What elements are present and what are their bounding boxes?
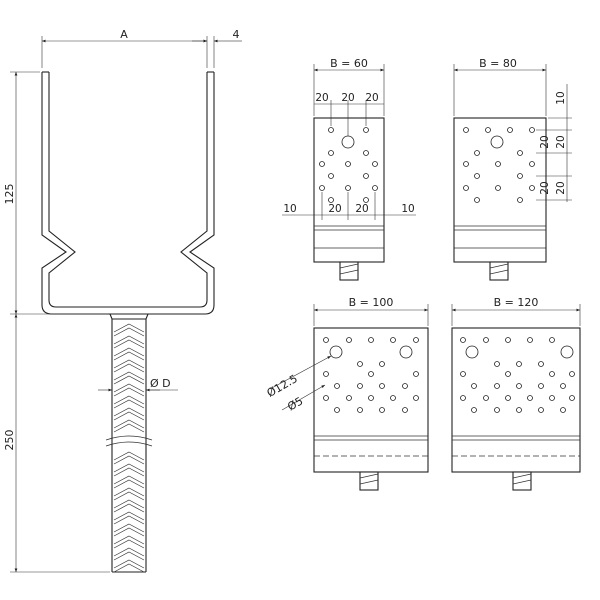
small-hole-label: Ø5 <box>285 394 305 413</box>
plate-b120: B = 120 <box>451 296 581 491</box>
fork-outline-outer <box>41 72 215 315</box>
plate-b60-bottom-spacing-1: 20 <box>328 203 341 215</box>
rebar-rib <box>113 479 145 489</box>
plate-b80-vspacing-4: 20 <box>555 181 567 194</box>
plate-b80-rebar <box>489 261 509 281</box>
rebar <box>105 319 153 573</box>
leader-small-hole <box>281 384 326 411</box>
rebar-rib <box>113 407 145 417</box>
plate-b80-vspacing-2: 20 <box>555 135 567 148</box>
rebar-rib <box>113 467 145 477</box>
dimension-125-label: 125 <box>3 184 16 205</box>
rebar-rib <box>113 399 145 409</box>
plate-b80-vspacing-3: 20 <box>539 181 551 194</box>
rebar-rib <box>113 383 145 393</box>
plate-b60-rebar <box>339 261 359 281</box>
plate-b100-holes <box>323 337 419 413</box>
plate-b120-holes <box>460 337 575 413</box>
plate-b60: B = 60 20 20 20 10 20 20 10 <box>282 57 416 281</box>
dimension-thickness-label: 4 <box>233 28 240 41</box>
plate-b100-width-label: B = 100 <box>349 296 394 309</box>
rebar-rib <box>113 527 145 537</box>
rebar-rib <box>113 523 145 533</box>
rebar-rib <box>113 503 145 513</box>
plate-b60-spacing-3: 20 <box>365 92 378 104</box>
plate-b100-rebar <box>359 471 379 491</box>
rebar-rib <box>113 351 145 361</box>
plate-b60-spacing-2: 20 <box>341 92 354 104</box>
rebar-rib <box>113 419 145 429</box>
fork-outline-inner <box>48 72 208 308</box>
side-view: A 4 125 250 Ø D <box>3 28 242 573</box>
plate-b80: B = 80 10 20 20 20 20 <box>453 57 572 281</box>
plate-b120-width-label: B = 120 <box>494 296 539 309</box>
plate-b60-width-label: B = 60 <box>330 57 368 70</box>
rebar-rib <box>113 359 145 369</box>
rebar-rib <box>113 463 145 473</box>
rebar-rib <box>113 335 145 345</box>
rebar-rib <box>113 395 145 405</box>
break-line-2 <box>105 441 153 447</box>
plate-b60-edge-right: 10 <box>401 203 414 215</box>
rebar-ribs <box>113 323 145 573</box>
plate-b60-holes <box>319 127 378 203</box>
plate-b80-vspacing-1: 20 <box>539 135 551 148</box>
rebar-rib <box>113 451 145 461</box>
plate-b80-holes <box>463 127 535 203</box>
rebar-rib <box>113 563 145 573</box>
weld-cap <box>109 313 149 320</box>
plate-b60-bottom-spacing-2: 20 <box>355 203 368 215</box>
plate-b120-rebar <box>512 471 532 491</box>
rebar-rib <box>113 487 145 497</box>
rebar-rib <box>113 327 145 337</box>
rebar-rib <box>113 371 145 381</box>
rebar-rib <box>113 339 145 349</box>
rebar-rib <box>113 539 145 549</box>
dimension-250-label: 250 <box>3 430 16 451</box>
rebar-rib <box>113 323 145 333</box>
plate-b80-width-label: B = 80 <box>479 57 517 70</box>
rebar-rib <box>113 375 145 385</box>
rebar-rib <box>113 515 145 525</box>
plate-b60-edge-left: 10 <box>283 203 296 215</box>
rebar-rib <box>113 411 145 421</box>
rebar-rib <box>113 491 145 501</box>
rebar-rib <box>113 347 145 357</box>
rebar-rib <box>113 363 145 373</box>
rebar-rib <box>113 535 145 545</box>
rebar-rib <box>113 423 145 433</box>
large-hole-label: Ø12.5 <box>265 372 300 400</box>
plate-b60-spacing-1: 20 <box>315 92 328 104</box>
rebar-rib <box>113 547 145 557</box>
plate-b80-top-offset: 10 <box>555 91 567 104</box>
dimension-a-label: A <box>120 28 128 41</box>
rebar-rib <box>113 475 145 485</box>
rebar-rib <box>113 499 145 509</box>
plate-b100: B = 100 Ø12.5 Ø5 <box>265 296 429 491</box>
leader-large-hole <box>269 355 332 390</box>
rebar-rib <box>113 387 145 397</box>
dimension-diameter-label: Ø D <box>150 377 171 390</box>
rebar-rib <box>113 455 145 465</box>
rebar-rib <box>113 551 145 561</box>
break-line-1 <box>105 435 153 441</box>
rebar-rib <box>113 511 145 521</box>
rebar-rib <box>113 559 145 569</box>
